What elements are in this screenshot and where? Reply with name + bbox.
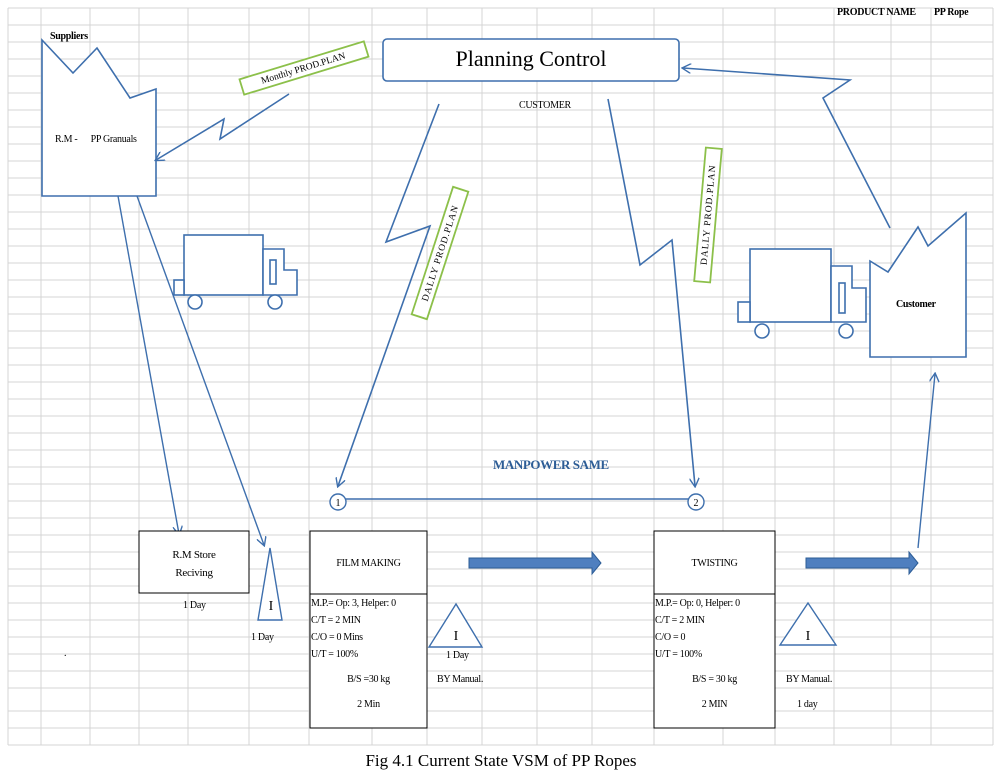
store-line-1: R.M Store (172, 549, 216, 561)
supplier-to-store-arrow (117, 195, 179, 534)
push-arrow-film-to-twist (468, 550, 602, 576)
inventory-triangle-1 (257, 547, 283, 621)
planning-customer-label: CUSTOMER (519, 100, 571, 111)
twisting-box (653, 530, 776, 729)
inventory-3-days: 1 day (797, 699, 818, 710)
monthly-plan-arrow (156, 93, 290, 160)
film-making-row-mp: M.P.= Op: 3, Helper: 0 (311, 598, 396, 609)
supplier-material: R.M - PP Granuals (55, 134, 137, 145)
supplier-factory-icon (41, 37, 157, 197)
stray-dot: . (64, 648, 67, 659)
operator-number-1: 1 (336, 498, 341, 509)
customer-truck-icon (737, 248, 867, 339)
customer-label: Customer (896, 299, 936, 310)
twisting-row-mp: M.P.= Op: 0, Helper: 0 (655, 598, 740, 609)
film-making-row-ut: U/T = 100% (311, 649, 358, 660)
film-making-title: FILM MAKING (336, 558, 401, 569)
inventory-triangle-3 (778, 601, 838, 646)
inventory-symbol-2: I (454, 629, 459, 644)
supplier-truck-icon (173, 234, 298, 310)
film-making-box (309, 530, 428, 729)
inventory-2-method: BY Manual. (437, 674, 484, 685)
manpower-label: MANPOWER SAME (493, 457, 609, 472)
supplier-to-inventory-arrow (136, 195, 264, 545)
figure-caption: Fig 4.1 Current State VSM of PP Ropes (365, 751, 637, 770)
film-making-bs: B/S =30 kg (347, 674, 390, 685)
twisting-row-co: C/O = 0 (655, 632, 686, 643)
store-box (138, 530, 250, 594)
inventory-symbol-3: I (806, 629, 811, 644)
inventory-3-method: BY Manual. (786, 674, 833, 685)
inventory-2-days: 1 Day (446, 650, 469, 661)
store-line-2: Reciving (175, 567, 213, 579)
twisting-row-ut: U/T = 100% (655, 649, 702, 660)
store-days: 1 Day (183, 600, 206, 611)
inventory-triangle-2 (427, 602, 484, 648)
twisting-bs: B/S = 30 kg (692, 674, 737, 685)
twisting-title: TWISTING (691, 558, 738, 569)
twisting-time: 2 MIN (701, 699, 728, 710)
twisting-row-ct: C/T = 2 MIN (655, 615, 705, 626)
push-arrow-twist-to-customer (805, 550, 919, 576)
monthly-plan-tag (238, 40, 370, 96)
operator-icon-2: 2 (687, 493, 705, 511)
film-making-time: 2 Min (357, 699, 380, 710)
daily-plan-arrow-film (338, 103, 440, 486)
daily-plan-tag-right (693, 146, 723, 284)
supplier-title: Suppliers (50, 31, 88, 42)
inventory-1-days: 1 Day (251, 632, 274, 643)
customer-to-planning-arrow (683, 68, 891, 229)
daily-plan-arrow-twist (607, 98, 695, 486)
customer-factory-icon (869, 211, 967, 358)
product-name-label: PRODUCT NAME (837, 7, 916, 18)
product-name-value: PP Rope (934, 7, 969, 18)
daily-plan-tag-left (410, 185, 470, 321)
planning-control-box (382, 38, 680, 82)
film-making-row-co: C/O = 0 Mins (311, 632, 363, 643)
operator-icon-1: 1 (329, 493, 347, 511)
shipment-to-customer-arrow (917, 374, 935, 549)
inventory-symbol-1: I (269, 599, 274, 614)
film-making-row-ct: C/T = 2 MIN (311, 615, 361, 626)
planning-control-title: Planning Control (455, 46, 607, 71)
operator-number-2: 2 (694, 498, 699, 509)
